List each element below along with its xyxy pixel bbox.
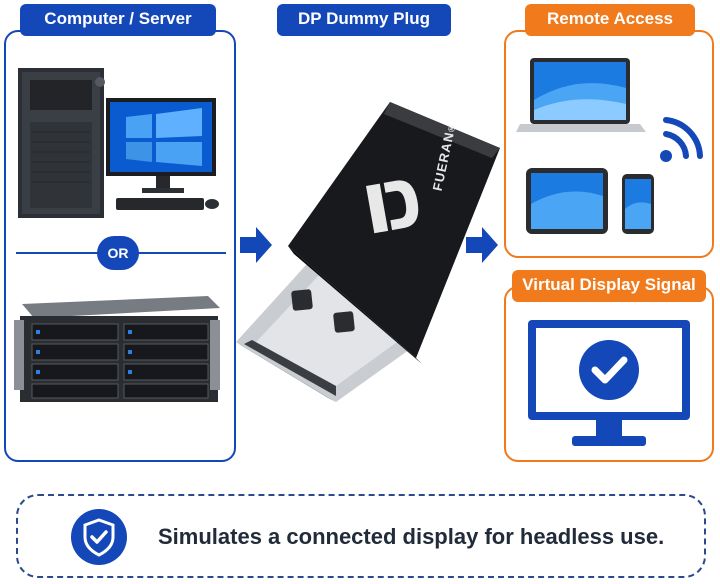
remote-access-badge: Remote Access	[525, 4, 695, 36]
computer-server-badge: Computer / Server	[20, 4, 216, 36]
virtual-display-signal-badge: Virtual Display Signal	[512, 270, 706, 302]
shield-check-icon	[71, 509, 127, 565]
rack-server-image	[14, 296, 220, 402]
dp-dummy-plug-badge: DP Dummy Plug	[277, 4, 451, 36]
arrow-right-icon	[466, 227, 498, 263]
dp-dummy-plug-image	[236, 102, 500, 402]
feature-banner	[16, 494, 706, 578]
desktop-computer-image	[18, 68, 219, 218]
remote-devices-image	[516, 58, 703, 234]
arrow-right-icon	[240, 227, 272, 263]
banner-text: Simulates a connected display for headle…	[158, 524, 665, 549]
registered-mark: ®	[446, 123, 458, 134]
monitor-check-icon	[528, 320, 690, 446]
or-label: OR	[97, 236, 139, 270]
